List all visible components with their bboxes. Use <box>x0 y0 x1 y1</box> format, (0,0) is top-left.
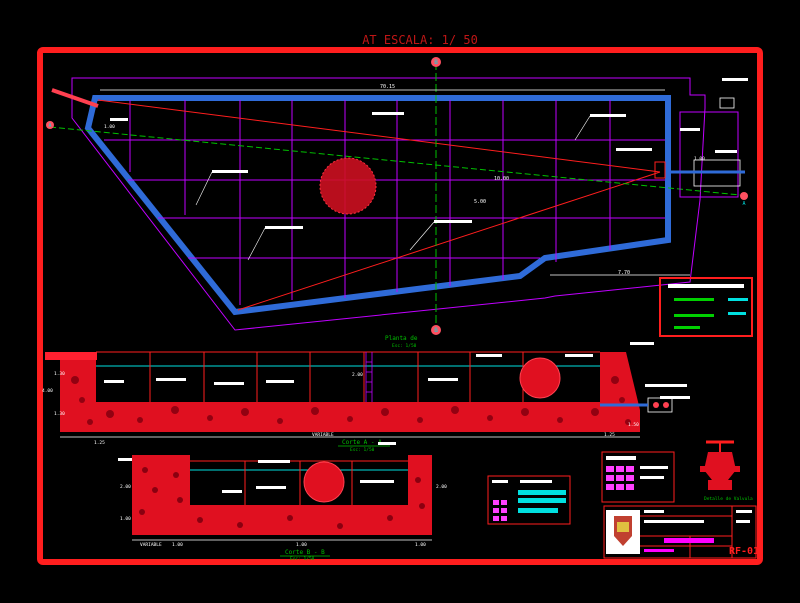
section-aa: VARIABLE 1.25 1.25 1.50 4.00 1.30 1.30 2… <box>42 342 690 453</box>
plan-grid <box>104 100 665 305</box>
section-marker-a-right: A <box>742 201 745 207</box>
aa-dim-right-2: 1.50 <box>628 422 639 428</box>
valve-detail: Detalle de Valvula <box>700 440 753 502</box>
valve-caption: Detalle de Valvula <box>704 496 753 502</box>
plan-view: 70.15 7.70 5.00 10.00 1.00 1.00 B B A A <box>46 57 748 349</box>
spec-table-right <box>601 451 675 503</box>
aa-dim-right-1: 1.25 <box>604 432 615 438</box>
plan-caption-scale: Esc: 1/50 <box>392 343 417 349</box>
sheet-code: RF-01 <box>729 546 759 557</box>
aa-dim-h3: 1.30 <box>54 411 65 417</box>
spec-table-center <box>487 475 571 525</box>
aa-dim-left: 1.25 <box>94 440 105 446</box>
drain-hatch <box>320 158 376 214</box>
bb-dim-h1: 1.00 <box>120 516 131 522</box>
aa-title: Corte A - A <box>342 439 382 446</box>
plan-dim-right-small: 1.00 <box>694 156 705 162</box>
bb-scale: Esc: 1/50 <box>290 556 315 562</box>
aa-scale: Esc: 1/50 <box>350 447 375 453</box>
plan-dim-right: 7.70 <box>618 270 630 276</box>
aa-dim-center-h: 2.00 <box>352 372 363 378</box>
plan-dim-top: 70.15 <box>380 84 395 90</box>
title-block: RF-01 <box>603 505 759 559</box>
section-marker-b-top: B <box>434 59 438 66</box>
bb-dim-right-h: 2.00 <box>436 484 447 490</box>
bb-dim-variable: VARIABLE <box>140 542 162 548</box>
aa-dim-h2: 1.30 <box>54 371 65 377</box>
section-bb: VARIABLE 1.00 1.00 1.00 2.00 1.00 2.00 C… <box>118 442 447 562</box>
sheet-frame <box>37 47 763 565</box>
aa-dim-variable: VARIABLE <box>312 432 334 438</box>
pool-wall <box>84 95 671 316</box>
drawing-title: AT ESCALA: 1/ 50 <box>362 33 478 47</box>
plan-dim-vertical: 10.00 <box>494 176 509 182</box>
section-marker-a-left: A <box>48 123 51 129</box>
bb-dim-right: 1.00 <box>415 542 426 548</box>
aa-dim-h1: 4.00 <box>42 388 53 394</box>
bb-dim-left: 1.00 <box>172 542 183 548</box>
legend-box <box>659 277 753 337</box>
bb-title: Corte B - B <box>285 549 325 556</box>
plan-dim-left-small: 1.00 <box>104 124 115 130</box>
plan-dim-mid: 5.00 <box>474 199 486 205</box>
bb-dim-height: 2.00 <box>120 484 131 490</box>
plan-caption: Planta de <box>385 335 418 342</box>
section-marker-b-bottom: B <box>434 327 438 334</box>
section-aa-slab <box>60 352 640 432</box>
bb-dim-mid: 1.00 <box>296 542 307 548</box>
